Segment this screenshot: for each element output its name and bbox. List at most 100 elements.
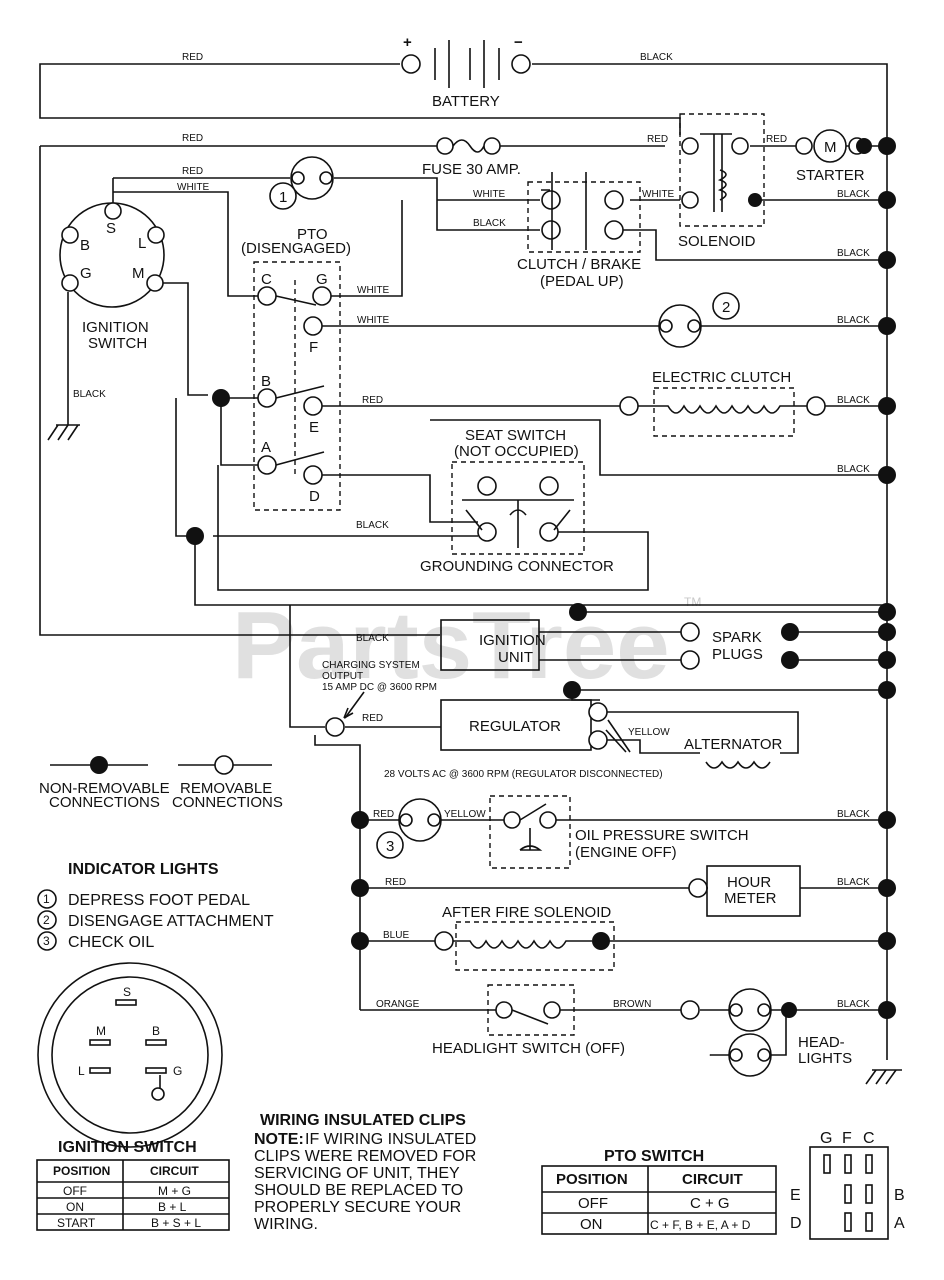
pto-terminal-e: E bbox=[309, 419, 319, 436]
pto-label-1: PTO bbox=[297, 226, 328, 243]
ignition-terminal-m: M bbox=[132, 265, 145, 282]
ignition-switch-face: S M B L G bbox=[37, 962, 223, 1148]
pto-connector-a: A bbox=[894, 1215, 905, 1232]
pto-connector-g: G bbox=[820, 1130, 832, 1147]
clutch-brake-switch: CLUTCH / BRAKE (PEDAL UP) bbox=[517, 172, 641, 290]
wire-label: WHITE bbox=[357, 285, 390, 296]
wire-label: BLACK bbox=[837, 395, 870, 406]
pto-table-cell: C + G bbox=[690, 1195, 730, 1212]
wire-label: RED bbox=[647, 134, 668, 145]
indicator-3-number: 3 bbox=[386, 838, 394, 855]
clutch-brake-label-1: CLUTCH / BRAKE bbox=[517, 256, 641, 273]
indicator-1-number: 1 bbox=[279, 189, 287, 206]
wire-label: RED bbox=[373, 809, 394, 820]
hour-meter-label-2: METER bbox=[724, 890, 777, 907]
ignition-table-cell: ON bbox=[66, 1200, 84, 1214]
seat-switch-label-1: SEAT SWITCH bbox=[465, 427, 566, 444]
wire-label: BLACK bbox=[640, 52, 673, 63]
wire-label: WHITE bbox=[357, 315, 390, 326]
charging-label-2: OUTPUT bbox=[322, 671, 363, 682]
battery-plus: + bbox=[403, 34, 412, 51]
clutch-brake-label-2: (PEDAL UP) bbox=[540, 273, 624, 290]
wire-label: BLACK bbox=[73, 389, 106, 400]
wire-label: BLACK bbox=[356, 633, 389, 644]
wire-label: ORANGE bbox=[376, 999, 420, 1010]
indicator-item-number: 1 bbox=[43, 892, 50, 906]
oil-pressure-switch: 3 OIL PRESSURE SWITCH (ENGINE OFF) bbox=[376, 795, 749, 869]
pto-table-header: CIRCUIT bbox=[682, 1171, 743, 1188]
watermark: PartsTree bbox=[232, 592, 670, 699]
alternator: ALTERNATOR 28 VOLTS AC @ 3600 RPM (REGUL… bbox=[384, 736, 783, 780]
ignition-switch-table: IGNITION SWITCH POSITION CIRCUIT OFF M +… bbox=[36, 1139, 230, 1231]
switch-face-m: M bbox=[96, 1024, 106, 1038]
wire-label: WHITE bbox=[642, 189, 675, 200]
starter-motor-symbol: M bbox=[824, 139, 837, 156]
pto-switch-table: PTO SWITCH POSITION CIRCUIT OFF C + G ON… bbox=[541, 1148, 777, 1235]
ignition-table-cell: B + L bbox=[158, 1200, 187, 1214]
wire-label: RED bbox=[766, 134, 787, 145]
pto-switch: PTO (DISENGAGED) C G F B E A D bbox=[241, 226, 351, 511]
ignition-unit: IGNITION UNIT SPARK PLUGS bbox=[440, 619, 799, 671]
clips-note-title: WIRING INSULATED CLIPS bbox=[260, 1112, 466, 1129]
fuse-label: FUSE 30 AMP. bbox=[422, 161, 521, 178]
wire-label: WHITE bbox=[473, 189, 506, 200]
wire-label: YELLOW bbox=[444, 809, 486, 820]
wire-label: BLACK bbox=[837, 248, 870, 259]
regulator: REGULATOR bbox=[440, 699, 631, 753]
clips-note-line: SHOULD BE REPLACED TO bbox=[254, 1182, 463, 1199]
battery-minus: − bbox=[514, 34, 523, 51]
pto-connector-e: E bbox=[790, 1187, 801, 1204]
hour-meter-label-1: HOUR bbox=[727, 874, 771, 891]
wire-label: BLACK bbox=[837, 464, 870, 475]
pto-table-cell: OFF bbox=[578, 1195, 608, 1212]
wire-label: RED bbox=[362, 395, 383, 406]
pto-connector-c: C bbox=[863, 1130, 875, 1147]
seat-switch: SEAT SWITCH (NOT OCCUPIED) GROUNDING CON… bbox=[420, 427, 614, 575]
legend-non-removable-2: CONNECTIONS bbox=[49, 794, 160, 811]
starter-label: STARTER bbox=[796, 167, 865, 184]
wire-label: BLUE bbox=[383, 930, 409, 941]
alternator-label: ALTERNATOR bbox=[684, 736, 783, 753]
pto-terminal-c: C bbox=[261, 271, 272, 288]
wires bbox=[39, 63, 902, 1085]
junction-dots bbox=[186, 137, 896, 1019]
indicator-item-number: 2 bbox=[43, 913, 50, 927]
wire-label: BLACK bbox=[837, 877, 870, 888]
ignition-switch-label-1: IGNITION bbox=[82, 319, 149, 336]
ignition-unit-label-1: IGNITION bbox=[479, 632, 546, 649]
pto-connector-d: D bbox=[790, 1215, 802, 1232]
clips-note-line: IF WIRING INSULATED bbox=[305, 1131, 476, 1148]
indicator-lights-title: INDICATOR LIGHTS bbox=[68, 861, 219, 878]
legend-removable-2: CONNECTIONS bbox=[172, 794, 283, 811]
regulator-label: REGULATOR bbox=[469, 718, 561, 735]
ignition-table-cell: M + G bbox=[158, 1184, 191, 1198]
pto-terminal-d: D bbox=[309, 488, 320, 505]
electric-clutch: ELECTRIC CLUTCH bbox=[619, 369, 826, 437]
wire-label: RED bbox=[362, 713, 383, 724]
watermark-trademark: TM bbox=[684, 595, 701, 609]
pto-table-header: POSITION bbox=[556, 1171, 628, 1188]
hour-meter: HOUR METER bbox=[688, 865, 801, 917]
headlights: HEAD- LIGHTS bbox=[680, 988, 852, 1077]
wire-label: BLACK bbox=[837, 999, 870, 1010]
after-fire-solenoid: AFTER FIRE SOLENOID bbox=[434, 904, 615, 971]
wire-label: BLACK bbox=[837, 189, 870, 200]
battery-label: BATTERY bbox=[432, 93, 500, 110]
ignition-switch: B S L G M IGNITION SWITCH bbox=[59, 202, 165, 352]
pto-terminal-b: B bbox=[261, 373, 271, 390]
wire-label: BLACK bbox=[356, 520, 389, 531]
charging-label-3: 15 AMP DC @ 3600 RPM bbox=[322, 682, 437, 693]
wire-label: BROWN bbox=[613, 999, 651, 1010]
wire-label: YELLOW bbox=[628, 727, 670, 738]
wire-label: WHITE bbox=[177, 182, 210, 193]
charging-label-1: CHARGING SYSTEM bbox=[322, 660, 420, 671]
clips-note-line: CLIPS WERE REMOVED FOR bbox=[254, 1148, 476, 1165]
fuse: FUSE 30 AMP. bbox=[422, 137, 521, 178]
spark-plugs-label-1: SPARK bbox=[712, 629, 762, 646]
wire-label: RED bbox=[385, 877, 406, 888]
indicator-light-1: 1 bbox=[269, 156, 334, 210]
indicator-item-text: DEPRESS FOOT PEDAL bbox=[68, 892, 250, 909]
electric-clutch-label: ELECTRIC CLUTCH bbox=[652, 369, 791, 386]
wire-label: BLACK bbox=[837, 809, 870, 820]
